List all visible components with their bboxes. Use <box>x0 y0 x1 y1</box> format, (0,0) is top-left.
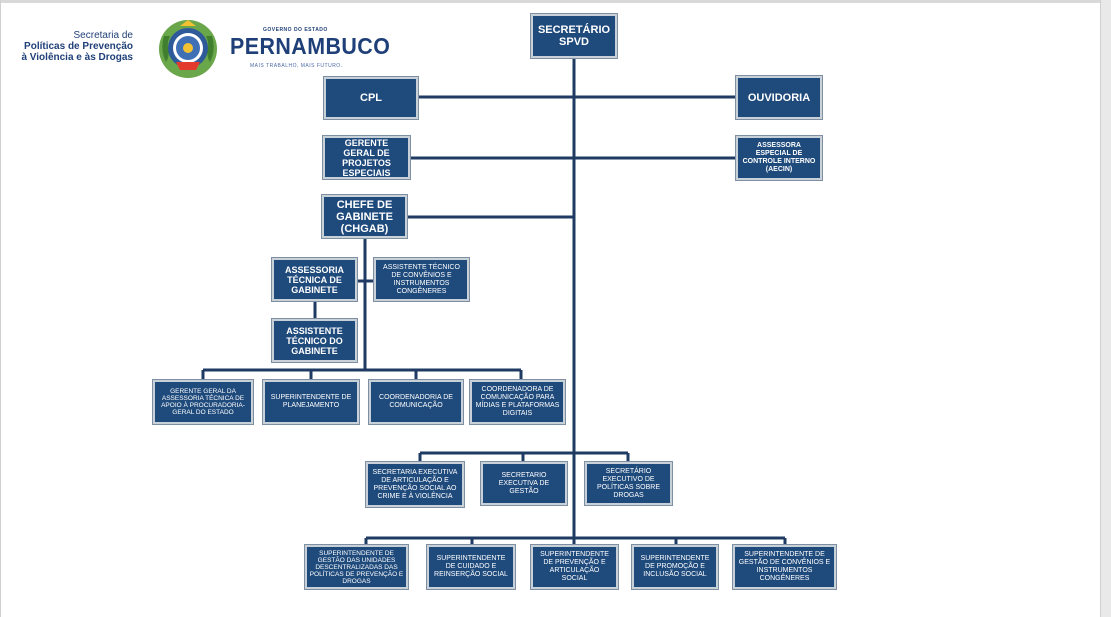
box-sup-prevencao-label: SUPERINTENDENTE DE PREVENÇÃO E ARTICULAÇ… <box>540 551 609 582</box>
box-coordenadora-midias[interactable]: COORDENADORA DE COMUNICAÇÃO PARA MÍDIAS … <box>470 380 565 424</box>
box-gerente-assessoria-label: GERENTE GERAL DA ASSESSORIA TÉCNICA DE A… <box>161 388 245 416</box>
box-sup-prevencao-articulacao[interactable]: SUPERINTENDENTE DE PREVENÇÃO E ARTICULAÇ… <box>531 545 618 589</box>
state-motto: MAIS TRABALHO, MAIS FUTURO. <box>250 63 343 69</box>
window-left-edge <box>0 0 1 617</box>
box-superintendente-planejamento[interactable]: SUPERINTENDENTE DE PLANEJAMENTO <box>263 380 359 424</box>
box-chefe-gabinete[interactable]: CHEFE DE GABINETE (CHGAB) <box>322 195 407 238</box>
box-chefe-gabinete-label: CHEFE DE GABINETE (CHGAB) <box>336 198 393 235</box>
box-sec-executiva-gestao[interactable]: SECRETARIO EXECUTIVA DE GESTÃO <box>481 462 567 505</box>
box-assessoria-tecnica-label: ASSESSORIA TÉCNICA DE GABINETE <box>284 264 344 295</box>
box-sup-planejamento-label: SUPERINTENDENTE DE PLANEJAMENTO <box>270 394 352 409</box>
box-sup-convenios-label: SUPERINTENDENTE DE GESTÃO DE CONVÊNIOS E… <box>738 551 831 582</box>
secretaria-line-2: Políticas de Prevenção <box>24 41 133 52</box>
box-ouvidoria-label: OUVIDORIA <box>747 91 811 104</box>
box-sec-articulacao-label: SECRETARIA EXECUTIVA DE ARTICULAÇÃO E PR… <box>372 468 458 500</box>
box-sup-promocao-inclusao[interactable]: SUPERINTENDENTE DE PROMOÇÃO E INCLUSÃO S… <box>632 545 718 589</box>
box-ouvidoria[interactable]: OUVIDORIA <box>736 76 822 119</box>
box-coordenadoria-comunicacao[interactable]: COORDENADORIA DE COMUNICAÇÃO <box>369 380 463 424</box>
box-aecin[interactable]: ASSESSORA ESPECIAL DE CONTROLE INTERNO (… <box>736 136 822 180</box>
governo-label: GOVERNO DO ESTADO <box>263 27 328 33</box>
box-assessoria-tecnica-gabinete[interactable]: ASSESSORIA TÉCNICA DE GABINETE <box>272 258 357 301</box>
box-sup-unidades-label: SUPERINTENDENTE DE GESTÃO DAS UNIDADES D… <box>309 549 404 585</box>
box-sec-drogas-label: SECRETÁRIO EXECUTIVO DE POLÍTICAS SOBRE … <box>596 467 661 499</box>
box-assistente-convenios-label: ASSISTENTE TÉCNICO DE CONVÊNIOS E INSTRU… <box>383 263 460 295</box>
scrollbar-track[interactable] <box>1100 0 1111 617</box>
box-cpl[interactable]: CPL <box>324 77 418 119</box>
box-gerente-projetos-especiais[interactable]: GERENTE GERAL DE PROJETOS ESPECIAIS <box>323 136 410 179</box>
secretaria-logo-text: Secretaria de Políticas de Prevenção à V… <box>20 30 133 63</box>
state-name: PERNAMBUCO <box>230 33 391 59</box>
box-gerente-projetos-label: GERENTE GERAL DE PROJETOS ESPECIAIS <box>342 137 391 178</box>
box-coord-comunicacao-label: COORDENADORIA DE COMUNICAÇÃO <box>379 394 453 409</box>
box-secretario-label: SECRETÁRIO SPVD <box>537 24 611 48</box>
state-seal-icon <box>159 20 217 78</box>
window-top-edge <box>0 0 1111 3</box>
box-cpl-label: CPL <box>360 92 382 104</box>
box-sec-executiva-articulacao[interactable]: SECRETARIA EXECUTIVA DE ARTICULAÇÃO E PR… <box>366 462 464 507</box>
box-assistente-convenios[interactable]: ASSISTENTE TÉCNICO DE CONVÊNIOS E INSTRU… <box>374 258 469 301</box>
secretaria-line-1: Secretaria de <box>73 30 133 41</box>
box-aecin-label: ASSESSORA ESPECIAL DE CONTROLE INTERNO (… <box>742 142 816 173</box>
box-sup-cuidado-reinsercao[interactable]: SUPERINTENDENTE DE CUIDADO E REINSERÇÃO … <box>427 545 515 589</box>
box-sec-gestao-label: SECRETARIO EXECUTIVA DE GESTÃO <box>498 471 550 495</box>
box-sup-promocao-label: SUPERINTENDENTE DE PROMOÇÃO E INCLUSÃO S… <box>640 555 710 578</box>
box-gerente-geral-assessoria[interactable]: GERENTE GERAL DA ASSESSORIA TÉCNICA DE A… <box>153 380 253 424</box>
box-sup-cuidado-label: SUPERINTENDENTE DE CUIDADO E REINSERÇÃO … <box>434 555 508 578</box>
box-sec-executivo-drogas[interactable]: SECRETÁRIO EXECUTIVO DE POLÍTICAS SOBRE … <box>585 462 672 505</box>
box-secretario-spvd[interactable]: SECRETÁRIO SPVD <box>531 14 617 58</box>
box-coord-midias-label: COORDENADORA DE COMUNICAÇÃO PARA MÍDIAS … <box>475 386 560 417</box>
secretaria-line-3: à Violência e às Drogas <box>21 52 133 63</box>
box-assistente-tecnico-gabinete[interactable]: ASSISTENTE TÉCNICO DO GABINETE <box>272 319 357 362</box>
box-assistente-gabinete-label: ASSISTENTE TÉCNICO DO GABINETE <box>286 325 343 356</box>
box-sup-gestao-convenios[interactable]: SUPERINTENDENTE DE GESTÃO DE CONVÊNIOS E… <box>733 545 836 589</box>
box-sup-gestao-unidades[interactable]: SUPERINTENDENTE DE GESTÃO DAS UNIDADES D… <box>305 545 408 589</box>
